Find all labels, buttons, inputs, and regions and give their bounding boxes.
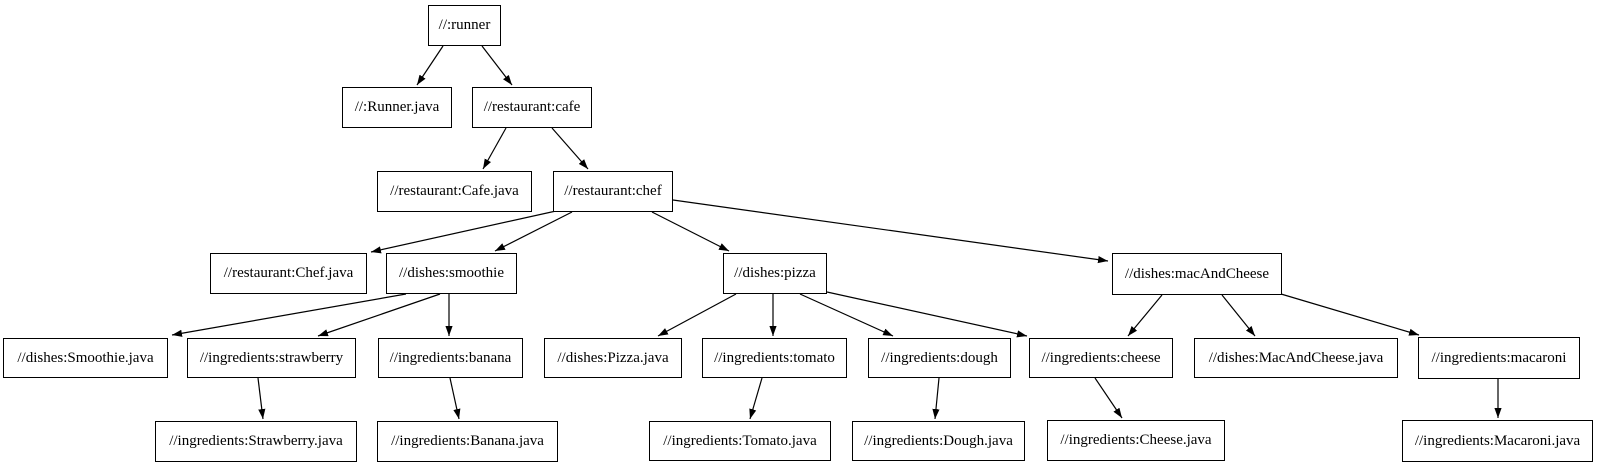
- graph-node-macaroni-java: //ingredients:Macaroni.java: [1402, 420, 1593, 462]
- graph-node-label: //dishes:smoothie: [399, 265, 504, 281]
- edge-pizza-to-pizza-java: [657, 293, 737, 337]
- graph-node-tomato: //ingredients:tomato: [702, 338, 847, 378]
- graph-node-label: //ingredients:tomato: [714, 349, 835, 366]
- edge-group: [171, 45, 1502, 420]
- edge-tomato-to-tomato-java: [749, 377, 763, 420]
- graph-node-label: //ingredients:Strawberry.java: [169, 433, 343, 449]
- graph-node-label: //ingredients:dough: [881, 349, 998, 366]
- graph-node-label: //dishes:macAndCheese: [1124, 265, 1270, 282]
- edge-chef-to-pizza: [651, 211, 730, 252]
- graph-node-label: //dishes:pizza: [734, 265, 816, 281]
- graph-node-chef-java: //restaurant:Chef.java: [210, 253, 367, 294]
- graph-node-label: //ingredients:cheese: [1041, 349, 1161, 366]
- graph-node-pizza-java: //dishes:Pizza.java: [544, 338, 682, 378]
- edge-cheese-to-cheese-java: [1094, 377, 1123, 419]
- graph-node-smoothie: //dishes:smoothie: [386, 253, 517, 294]
- graph-node-label: //dishes:Smoothie.java: [17, 349, 154, 366]
- edge-chef-to-mac-and-cheese: [672, 199, 1109, 264]
- edge-pizza-to-cheese: [826, 291, 1028, 338]
- edge-mac-and-cheese-to-macaroni: [1280, 293, 1420, 336]
- graph-node-smoothie-java: //dishes:Smoothie.java: [3, 338, 168, 378]
- edge-dough-to-dough-java: [932, 377, 940, 420]
- graph-node-dough-java: //ingredients:Dough.java: [852, 421, 1025, 461]
- graph-node-label: //dishes:MacAndCheese.java: [1208, 349, 1384, 366]
- graph-node-label: //ingredients:banana: [389, 349, 512, 366]
- graph-node-banana-java: //ingredients:Banana.java: [377, 421, 558, 462]
- graph-node-label: //ingredients:strawberry: [199, 349, 344, 366]
- edge-strawberry-to-strawberry-java: [257, 377, 266, 420]
- graph-node-dough: //ingredients:dough: [868, 338, 1011, 378]
- edge-smoothie-to-smoothie-java: [171, 293, 407, 337]
- edge-mac-and-cheese-to-mac-and-cheese-java: [1221, 294, 1256, 337]
- graph-node-strawberry: //ingredients:strawberry: [187, 338, 356, 378]
- graph-node-label: //restaurant:Chef.java: [223, 265, 354, 281]
- edge-pizza-to-dough: [799, 293, 894, 337]
- edge-chef-to-chef-java: [370, 210, 557, 254]
- edge-runner-to-cafe: [481, 45, 513, 86]
- graph-node-label: //dishes:Pizza.java: [557, 349, 669, 366]
- graph-node-label: //ingredients:Tomato.java: [663, 432, 817, 449]
- edge-smoothie-to-strawberry: [317, 293, 441, 337]
- graph-node-tomato-java: //ingredients:Tomato.java: [649, 421, 831, 461]
- graph-node-cafe: //restaurant:cafe: [472, 87, 592, 128]
- graph-node-label: //:runner: [438, 17, 491, 33]
- graph-node-label: //ingredients:Macaroni.java: [1414, 432, 1581, 449]
- edge-cafe-to-cafe-java: [482, 127, 507, 170]
- graph-node-label: //restaurant:chef: [564, 183, 662, 199]
- graph-node-cheese-java: //ingredients:Cheese.java: [1047, 420, 1225, 461]
- graph-node-banana: //ingredients:banana: [378, 338, 523, 378]
- graph-node-label: //ingredients:Cheese.java: [1060, 432, 1212, 448]
- graph-node-label: //ingredients:Dough.java: [864, 432, 1013, 449]
- graph-node-pizza: //dishes:pizza: [723, 253, 827, 294]
- edge-cafe-to-chef: [551, 127, 589, 170]
- graph-node-runner: //:runner: [428, 5, 501, 46]
- graph-node-label: //ingredients:Banana.java: [391, 433, 544, 449]
- graph-node-mac-and-cheese-java: //dishes:MacAndCheese.java: [1194, 338, 1398, 378]
- edge-runner-to-runner-java: [416, 45, 444, 86]
- graph-node-label: //ingredients:macaroni: [1431, 349, 1567, 366]
- graph-node-cafe-java: //restaurant:Cafe.java: [377, 171, 532, 212]
- graph-node-chef: //restaurant:chef: [553, 171, 673, 212]
- graph-node-cheese: //ingredients:cheese: [1029, 338, 1173, 378]
- graph-node-macaroni: //ingredients:macaroni: [1418, 337, 1580, 379]
- graph-node-mac-and-cheese: //dishes:macAndCheese: [1112, 253, 1282, 295]
- graph-node-label: //restaurant:cafe: [483, 99, 581, 115]
- graph-node-runner-java: //:Runner.java: [342, 87, 452, 128]
- graph-node-label: //restaurant:Cafe.java: [390, 183, 519, 199]
- edge-chef-to-smoothie: [494, 211, 573, 252]
- edge-banana-to-banana-java: [449, 377, 461, 420]
- graph-node-strawberry-java: //ingredients:Strawberry.java: [155, 421, 357, 462]
- graph-node-label: //:Runner.java: [354, 99, 440, 115]
- edge-mac-and-cheese-to-cheese: [1127, 294, 1163, 337]
